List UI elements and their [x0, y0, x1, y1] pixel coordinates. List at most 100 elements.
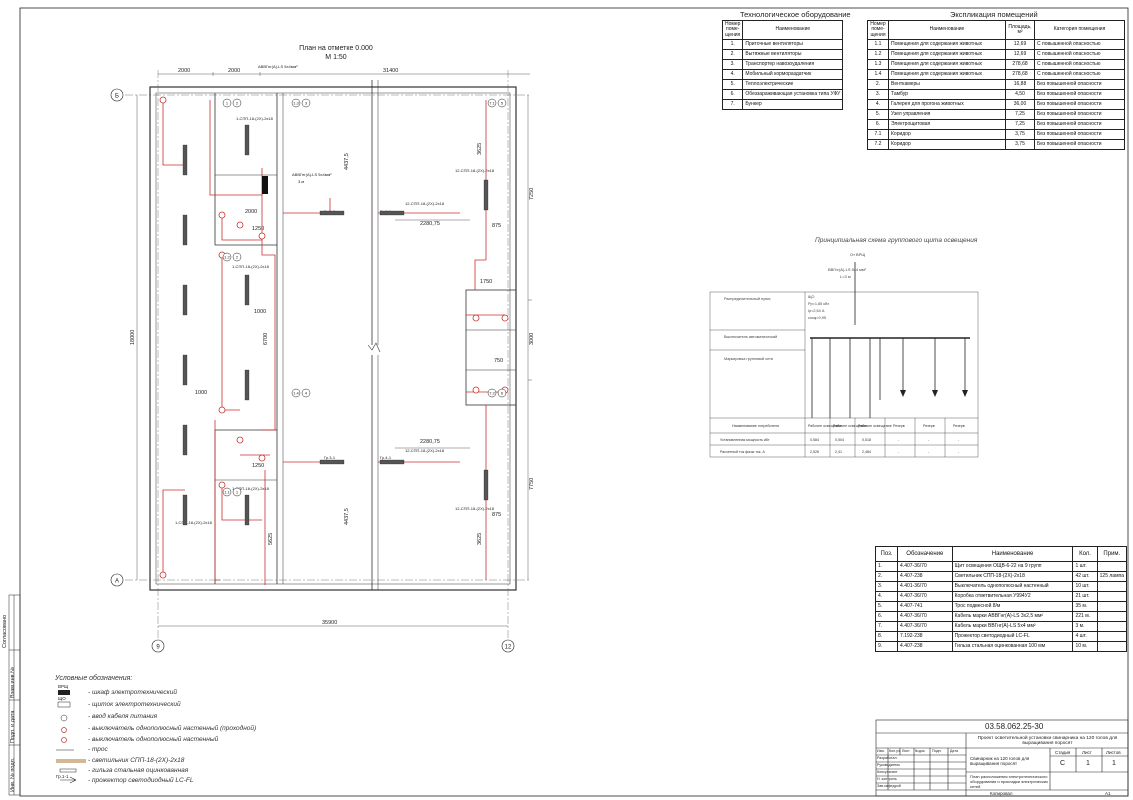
table-cell: Без повышенной опасности — [1034, 119, 1125, 130]
table-cell: С повышенной опасностью — [1034, 59, 1125, 70]
legend-code: Гр.1-1 — [56, 774, 69, 779]
table-cell: 6. — [721, 89, 744, 100]
table-header-row: Поз. Обозначение Наименование Кол. Прим. — [874, 546, 1128, 562]
lamp-fixture — [319, 210, 345, 216]
dim-right-bot: 7750 — [529, 478, 535, 490]
lamp-group-label-6: 1-СПП-18-(2Х)-2х18 — [232, 486, 270, 491]
table-header-cell: Наименование — [951, 546, 1074, 562]
room-marker-label: 3 — [305, 101, 308, 106]
dim-total-width: 35900 — [322, 620, 337, 626]
schematic-summary-header: Рабочее освещение — [833, 424, 867, 428]
axis-label-a: А — [115, 579, 119, 585]
schematic-busbar — [810, 262, 970, 418]
stamp-sheet-label: Лист — [1082, 750, 1092, 755]
stamp-left-header: Подп. — [932, 749, 942, 753]
dim-top-mid: 2000 — [228, 68, 240, 74]
schematic-summary-header: Рабочее освещение — [808, 424, 842, 428]
room-marker-label: 6 — [501, 391, 504, 396]
schematic-summary-val: - — [928, 450, 930, 454]
stamp-role: Н. контроль — [877, 777, 897, 781]
table-row: 7.Бункер — [721, 99, 844, 110]
stamp-stage-label: Стадия — [1055, 750, 1071, 755]
room-marker-label: 1.2 — [224, 255, 230, 260]
table-cell: 7.2 — [867, 139, 889, 150]
table-cell: Теплоэлектрические — [742, 79, 844, 90]
table-cell: 1.1 — [867, 39, 889, 50]
dim-right-mid: 3000 — [529, 333, 535, 345]
table-cell: 3 м. — [1072, 621, 1098, 632]
lamp-group-label-2: 12-СПП-18-(2Х)-2х18 — [405, 201, 445, 206]
room-marker-label: 2 — [236, 255, 239, 260]
table-row: 1.Приточные вентиляторы — [721, 39, 844, 50]
legend-item: - выключатель однополюсный настенный (пр… — [88, 725, 257, 732]
lamp-group-label-8: 12-СПП-18-(2Х)-2х18 — [455, 506, 495, 511]
dim-right-top: 7250 — [529, 188, 535, 200]
table-cell: 278,68 — [1005, 69, 1035, 80]
table-cell: 8. — [874, 631, 899, 642]
table-cell: Помещения для содержания животных — [888, 59, 1006, 70]
table-row: 6.Обеззараживающая установка типа УФУ — [721, 89, 844, 100]
table-cell: 3. — [867, 89, 889, 100]
table-cell: 7. — [874, 621, 899, 632]
side-label: Инв. № подл. — [10, 757, 16, 792]
sheet-frame — [19, 7, 1129, 797]
room-marker-label: 1.3 — [293, 101, 299, 106]
table-cell: Без повышенной опасности — [1034, 139, 1125, 150]
table-cell: 16,88 — [1005, 79, 1035, 90]
stamp-role: Консультант — [877, 770, 898, 774]
rooms-table: Номер поме-щения Наименование Площадь, м… — [867, 20, 1125, 150]
schematic-summary-header: Резерв — [953, 424, 965, 428]
stamp-role: Разработал — [877, 756, 897, 760]
table-cell: 12,69 — [1005, 49, 1035, 60]
table-cell: 3. — [874, 581, 899, 592]
table-cell: 4.407-36/70 — [897, 621, 953, 632]
schematic-breaker-desc: Выключатель автоматический — [724, 335, 777, 339]
spec-table: Поз. Обозначение Наименование Кол. Прим.… — [874, 546, 1128, 652]
lamp-fixture — [319, 459, 345, 465]
table-cell: 1.4 — [867, 69, 889, 80]
table-row: 5.Теплоэлектрические — [721, 79, 844, 90]
schematic-summary-val: 2,41 — [835, 450, 842, 454]
table-cell: Бункер — [742, 99, 844, 110]
schematic-panel-desc: Распределительный пункт, — [724, 297, 771, 301]
table-cell: Светильник СПП-18-(2Х)-2х18 — [951, 571, 1074, 582]
schematic-cable-label: ВВГнг(А)-LS 5х4 мм² — [828, 267, 867, 272]
table-cell: Без повышенной опасности — [1034, 129, 1125, 140]
lighting-panel — [262, 176, 268, 194]
room-marker-label: 7.1 — [489, 101, 495, 106]
table-cell: Приточные вентиляторы — [742, 39, 844, 50]
stamp-left-header: Кол.уч — [889, 749, 900, 753]
stamp-code: 03.58.062.25-30 — [985, 722, 1044, 731]
table-cell — [1096, 621, 1128, 632]
table-cell: 1. — [721, 39, 744, 50]
table-cell: 6. — [874, 611, 899, 622]
table-cell: 3,75 — [1005, 129, 1035, 140]
table-cell: 4.407-238 — [897, 571, 953, 582]
stamp-left-header: Лист — [902, 749, 910, 753]
table-cell: 5. — [874, 601, 899, 612]
schematic-feed-label: От ВРЩ — [850, 252, 865, 257]
table-cell: 5. — [721, 79, 744, 90]
stamp-role: Руководитель — [877, 763, 901, 767]
table-header-cell: Наименование — [888, 20, 1006, 40]
lamp-group-label-5: 1-СПП-18-(2Х)-2х18 — [175, 520, 213, 525]
table-cell: 5. — [867, 109, 889, 120]
building-walls — [149, 80, 517, 591]
stamp-project: Проект осветительной установки свинарник… — [977, 736, 1118, 746]
schematic-summary-val: - — [928, 438, 930, 442]
lamp-fixture — [483, 179, 489, 211]
table-row: 2.Вытяжные вентиляторы — [721, 49, 844, 60]
dim-top-right: 31400 — [383, 68, 398, 74]
dim-875-a: 875 — [492, 223, 501, 229]
legend-item: - гильза стальная оцинкованная — [88, 767, 189, 774]
table-cell — [1096, 611, 1128, 622]
room-marker-label: 1.4 — [293, 391, 299, 396]
